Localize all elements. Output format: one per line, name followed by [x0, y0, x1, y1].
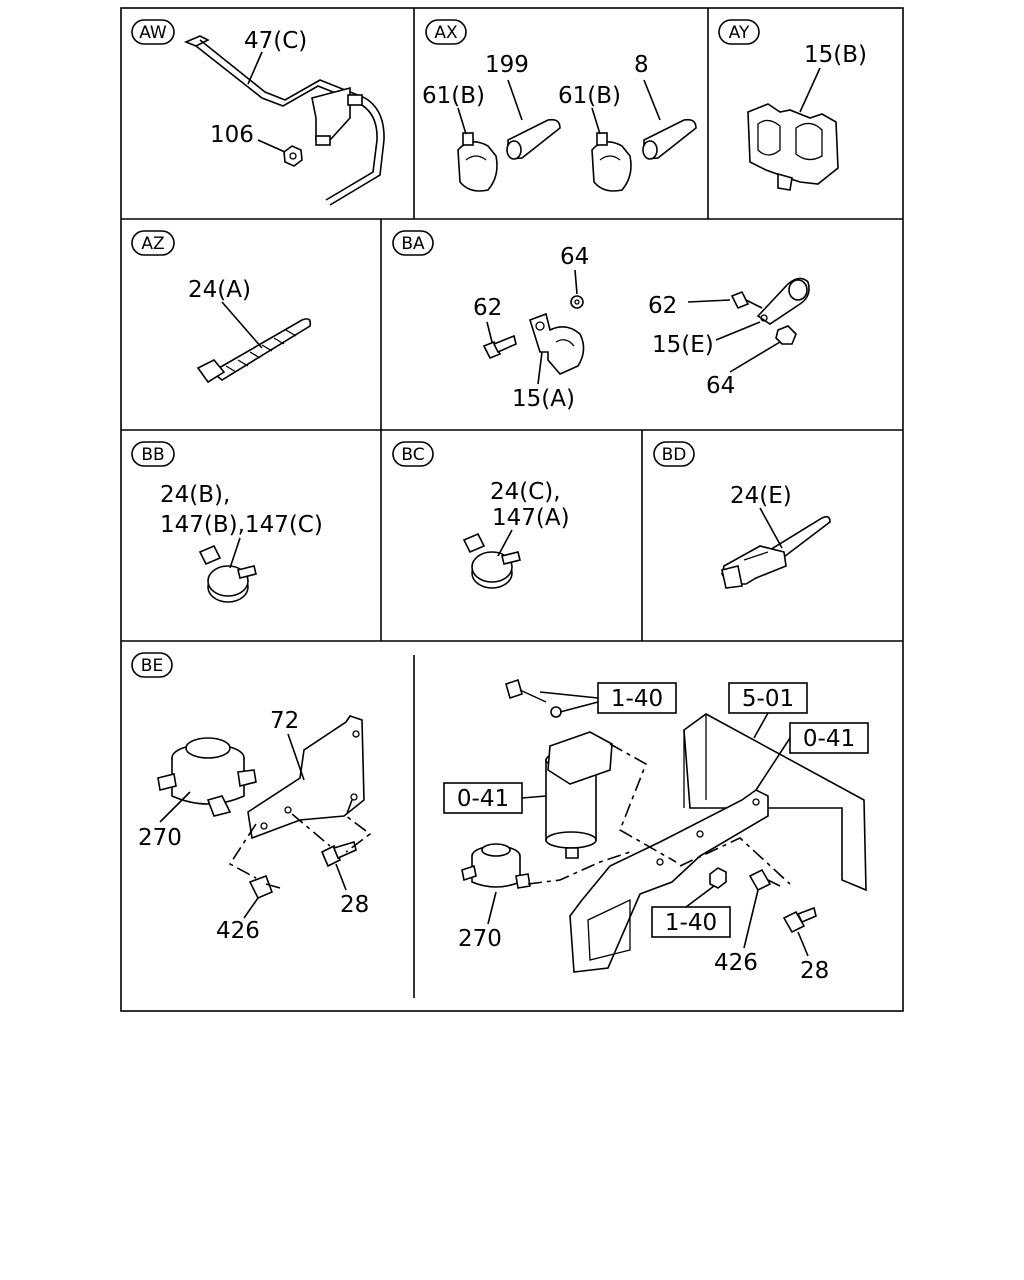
- svg-text:0-41: 0-41: [803, 726, 855, 752]
- priming-pump-270-left: [157, 737, 257, 817]
- svg-text:1-40: 1-40: [611, 686, 663, 712]
- label-62-right: 62: [648, 293, 677, 319]
- label-270-right: 270: [458, 926, 502, 952]
- svg-text:BC: BC: [401, 445, 424, 465]
- frame-rail: [683, 713, 867, 892]
- label-47c: 47(C): [244, 28, 307, 54]
- svg-text:BA: BA: [401, 234, 425, 254]
- bolt-426-right: [748, 868, 781, 892]
- label-64-top: 64: [560, 244, 589, 270]
- hose-clamp-bc: [462, 532, 521, 589]
- bolt-62-right: [730, 290, 763, 310]
- fuel-filter: [545, 731, 613, 859]
- ref-box-0-41-left: 0-41: [443, 782, 523, 814]
- panel-bd: BD 24(E): [653, 441, 831, 589]
- svg-text:AZ: AZ: [141, 234, 164, 254]
- bracket-72: [247, 715, 365, 840]
- label-bb-line2: 147(B),147(C): [160, 512, 323, 538]
- panel-be: BE 72 270 426: [131, 652, 869, 984]
- clip-24e: [721, 515, 831, 589]
- bolt-28-right: [782, 906, 817, 934]
- label-8: 8: [634, 52, 649, 78]
- panel-aw: AW 47(C) 106: [131, 19, 385, 206]
- double-clip-15b: [747, 103, 839, 191]
- panel-ay: AY 15(B): [718, 19, 867, 191]
- svg-text:0-41: 0-41: [457, 786, 509, 812]
- washer-64-left: [570, 295, 584, 309]
- label-15e: 15(E): [652, 332, 714, 358]
- label-24e: 24(E): [730, 483, 792, 509]
- svg-text:AY: AY: [729, 23, 750, 43]
- panel-tag-be: BE: [131, 652, 173, 678]
- label-bb-line1: 24(B),: [160, 482, 230, 508]
- mounting-bracket: [569, 789, 769, 973]
- sleeve-199: [506, 118, 561, 160]
- label-61b-left: 61(B): [422, 83, 485, 109]
- label-64-bottom: 64: [706, 373, 735, 399]
- label-bc-line1: 24(C),: [490, 479, 561, 505]
- bolt-426-left: [248, 874, 281, 900]
- label-24a: 24(A): [188, 277, 251, 303]
- label-199: 199: [485, 52, 529, 78]
- diagram-frame: [120, 7, 904, 1012]
- panel-ax: AX 199 8 61(B) 61(B): [422, 19, 697, 192]
- panel-bb: BB 24(B), 147(B),147(C): [131, 441, 323, 603]
- bolt-1-40: [505, 678, 562, 718]
- svg-text:5-01: 5-01: [742, 686, 794, 712]
- label-72: 72: [270, 708, 299, 734]
- panel-tag-ax: AX: [425, 19, 467, 45]
- nut-64-right: [775, 325, 797, 345]
- clip-61b-right: [591, 132, 632, 192]
- panel-bc: BC 24(C), 147(A): [392, 441, 570, 589]
- label-106: 106: [210, 122, 254, 148]
- panel-tag-ba: BA: [392, 230, 434, 256]
- panel-tag-az: AZ: [131, 230, 175, 256]
- label-28-right: 28: [800, 958, 829, 984]
- sleeve-8: [642, 118, 697, 160]
- clip-61b-left: [457, 132, 498, 192]
- clamp-15e: [756, 277, 810, 325]
- nut-1-40: [709, 867, 727, 889]
- svg-text:1-40: 1-40: [665, 910, 717, 936]
- label-62-left: 62: [473, 295, 502, 321]
- panel-tag-bd: BD: [653, 441, 695, 467]
- label-426-left: 426: [216, 918, 260, 944]
- bracket-clip-15a: [529, 312, 585, 375]
- label-426-right: 426: [714, 950, 758, 976]
- label-270-left: 270: [138, 825, 182, 851]
- label-28-left: 28: [340, 892, 369, 918]
- label-bc-line2: 147(A): [492, 505, 570, 531]
- svg-text:AW: AW: [139, 23, 167, 43]
- panel-az: AZ 24(A): [131, 230, 312, 384]
- label-15b: 15(B): [804, 42, 867, 68]
- label-61b-right: 61(B): [558, 83, 621, 109]
- ref-box-5-01: 5-01: [728, 682, 808, 714]
- panel-tag-aw: AW: [131, 19, 175, 45]
- ref-box-0-41-right: 0-41: [789, 722, 869, 754]
- panel-ba: BA 64 62 15(A): [392, 230, 810, 412]
- ref-box-1-40-bottom: 1-40: [651, 906, 731, 938]
- svg-text:AX: AX: [434, 23, 458, 43]
- svg-text:BD: BD: [662, 445, 687, 465]
- priming-pump-270-right: [461, 843, 531, 889]
- svg-text:BB: BB: [141, 445, 164, 465]
- svg-text:BE: BE: [141, 656, 163, 676]
- ref-box-1-40-top: 1-40: [597, 682, 677, 714]
- hose-clamp-bb: [198, 544, 257, 603]
- label-15a: 15(A): [512, 386, 575, 412]
- panel-tag-bb: BB: [131, 441, 175, 467]
- panel-tag-ay: AY: [718, 19, 760, 45]
- nut-106: [283, 135, 331, 167]
- cable-tie-24a: [196, 318, 312, 384]
- fuel-pipe-illustration: [183, 35, 385, 206]
- bolt-28-left: [320, 840, 357, 868]
- panel-tag-bc: BC: [392, 441, 434, 467]
- bolt-62-left: [482, 334, 517, 360]
